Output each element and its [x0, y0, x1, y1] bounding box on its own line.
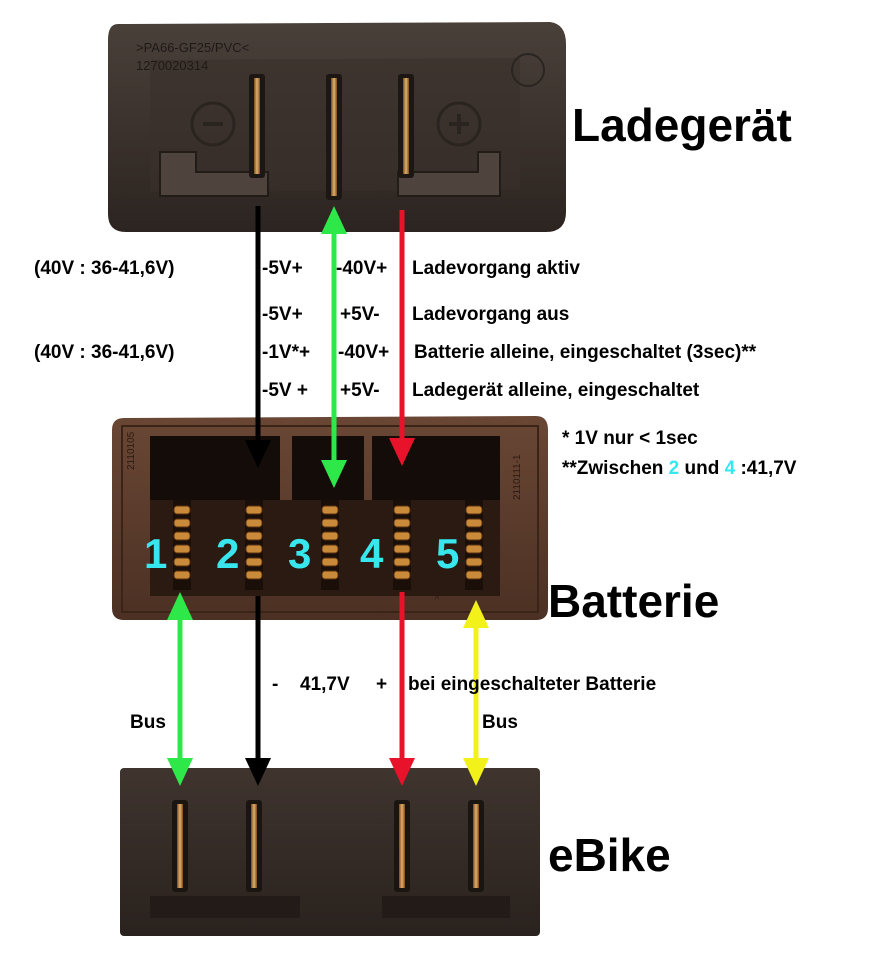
ebike-pin-4	[468, 800, 484, 892]
charger-marking-material: >PA66-GF25/PVC<	[136, 40, 250, 55]
note-pin-a: 2	[668, 458, 680, 479]
note-between-pins: **Zwischen 2 und 4 :41,7V	[562, 458, 796, 480]
measurement-pin-b: -40V+	[336, 258, 388, 279]
bus-label-left: Bus	[130, 712, 166, 733]
bus-label-right: Bus	[482, 712, 518, 733]
wire-charger-plus-red	[389, 210, 415, 466]
battery-contact-5	[465, 500, 483, 590]
battery-connector	[112, 416, 548, 620]
voltage-desc: bei eingeschalteter Batterie	[408, 674, 657, 695]
measurement-desc: Batterie alleine, eingeschaltet (3sec)**	[414, 342, 757, 363]
voltage-value: 41,7V	[300, 674, 350, 695]
wire-charger-middle-green	[321, 206, 347, 488]
measurement-desc: Ladegerät alleine, eingeschaltet	[412, 380, 700, 401]
measurement-pin-b: +5V-	[340, 304, 380, 325]
battery-contact-2	[245, 500, 263, 590]
note-mid: und	[679, 458, 725, 479]
voltage-plus: +	[376, 674, 388, 695]
plus-symbol-icon	[436, 101, 482, 147]
measurement-pin-b: +5V-	[340, 380, 380, 401]
note-suffix: :41,7V	[735, 458, 797, 479]
wire-bus-green	[167, 592, 193, 786]
measurement-pin-a: -1V*+	[262, 342, 311, 363]
wire-plus-red	[389, 592, 415, 786]
battery-marking-left: 2110105	[126, 431, 137, 470]
measurement-pin-a: -5V+	[262, 304, 303, 325]
pin-number-3: 3	[288, 530, 312, 577]
battery-contact-3	[321, 500, 339, 590]
charger-connector	[108, 22, 566, 232]
ebike-connector	[120, 768, 540, 936]
battery-label: Batterie	[548, 575, 720, 627]
ebike-pin-1	[172, 800, 188, 892]
measurement-pin-a: -5V+	[262, 258, 303, 279]
battery-contact-4	[393, 500, 411, 590]
measurement-pin-b: -40V+	[338, 342, 390, 363]
ebike-pin-3	[394, 800, 410, 892]
wire-charger-minus-black	[245, 206, 271, 468]
note-1v: * 1V nur < 1sec	[562, 428, 698, 449]
charger-label: Ladegerät	[572, 99, 792, 151]
measurement-pin-a: -5V +	[262, 380, 308, 401]
wire-bus-yellow	[463, 600, 489, 786]
battery-marking-right: 2110111-1	[512, 454, 523, 500]
pin-number-2: 2	[216, 530, 240, 577]
battery-contact-1	[173, 500, 191, 590]
measurement-range: (40V : 36-41,6V)	[34, 342, 175, 363]
pin-number-5: 5	[436, 530, 460, 577]
wire-minus-black	[245, 596, 271, 786]
note-pin-b: 4	[724, 458, 736, 479]
measurement-desc: Ladevorgang aktiv	[412, 258, 580, 279]
note-prefix: **Zwischen	[562, 458, 669, 479]
measurement-desc: Ladevorgang aus	[412, 304, 570, 325]
voltage-minus: -	[272, 674, 279, 695]
ebike-pin-2	[246, 800, 262, 892]
ebike-label: eBike	[548, 829, 671, 881]
measurement-range: (40V : 36-41,6V)	[34, 258, 175, 279]
pin-number-4: 4	[360, 530, 384, 577]
pin-number-1: 1	[144, 530, 168, 577]
charger-marking-part-number: 1270020314	[136, 58, 209, 73]
minus-symbol-icon	[190, 101, 236, 147]
